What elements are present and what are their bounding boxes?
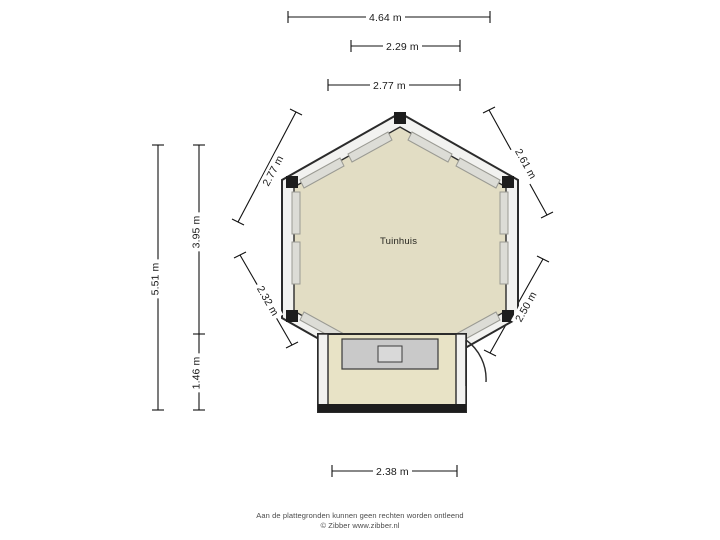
room-label-tuinhuis: Tuinhuis — [380, 236, 418, 247]
dim-overall-height: 5.51 m — [148, 259, 163, 299]
dim-porch-height: 1.46 m — [189, 353, 204, 393]
dim-inner-width: 2.29 m — [383, 40, 422, 54]
dim-overall-width: 4.64 m — [366, 11, 405, 25]
footer-disclaimer: Aan de plattegronden kunnen geen rechten… — [256, 511, 464, 520]
dim-main-height: 3.95 m — [189, 212, 204, 252]
dim-porch-width: 2.38 m — [373, 465, 412, 479]
hexagon-walls — [281, 111, 519, 387]
footer-credit: © Zibber www.zibber.nl — [320, 521, 400, 530]
dim-upper-width: 2.77 m — [370, 79, 409, 93]
door-swing — [465, 339, 487, 386]
counter-furniture — [341, 338, 439, 370]
